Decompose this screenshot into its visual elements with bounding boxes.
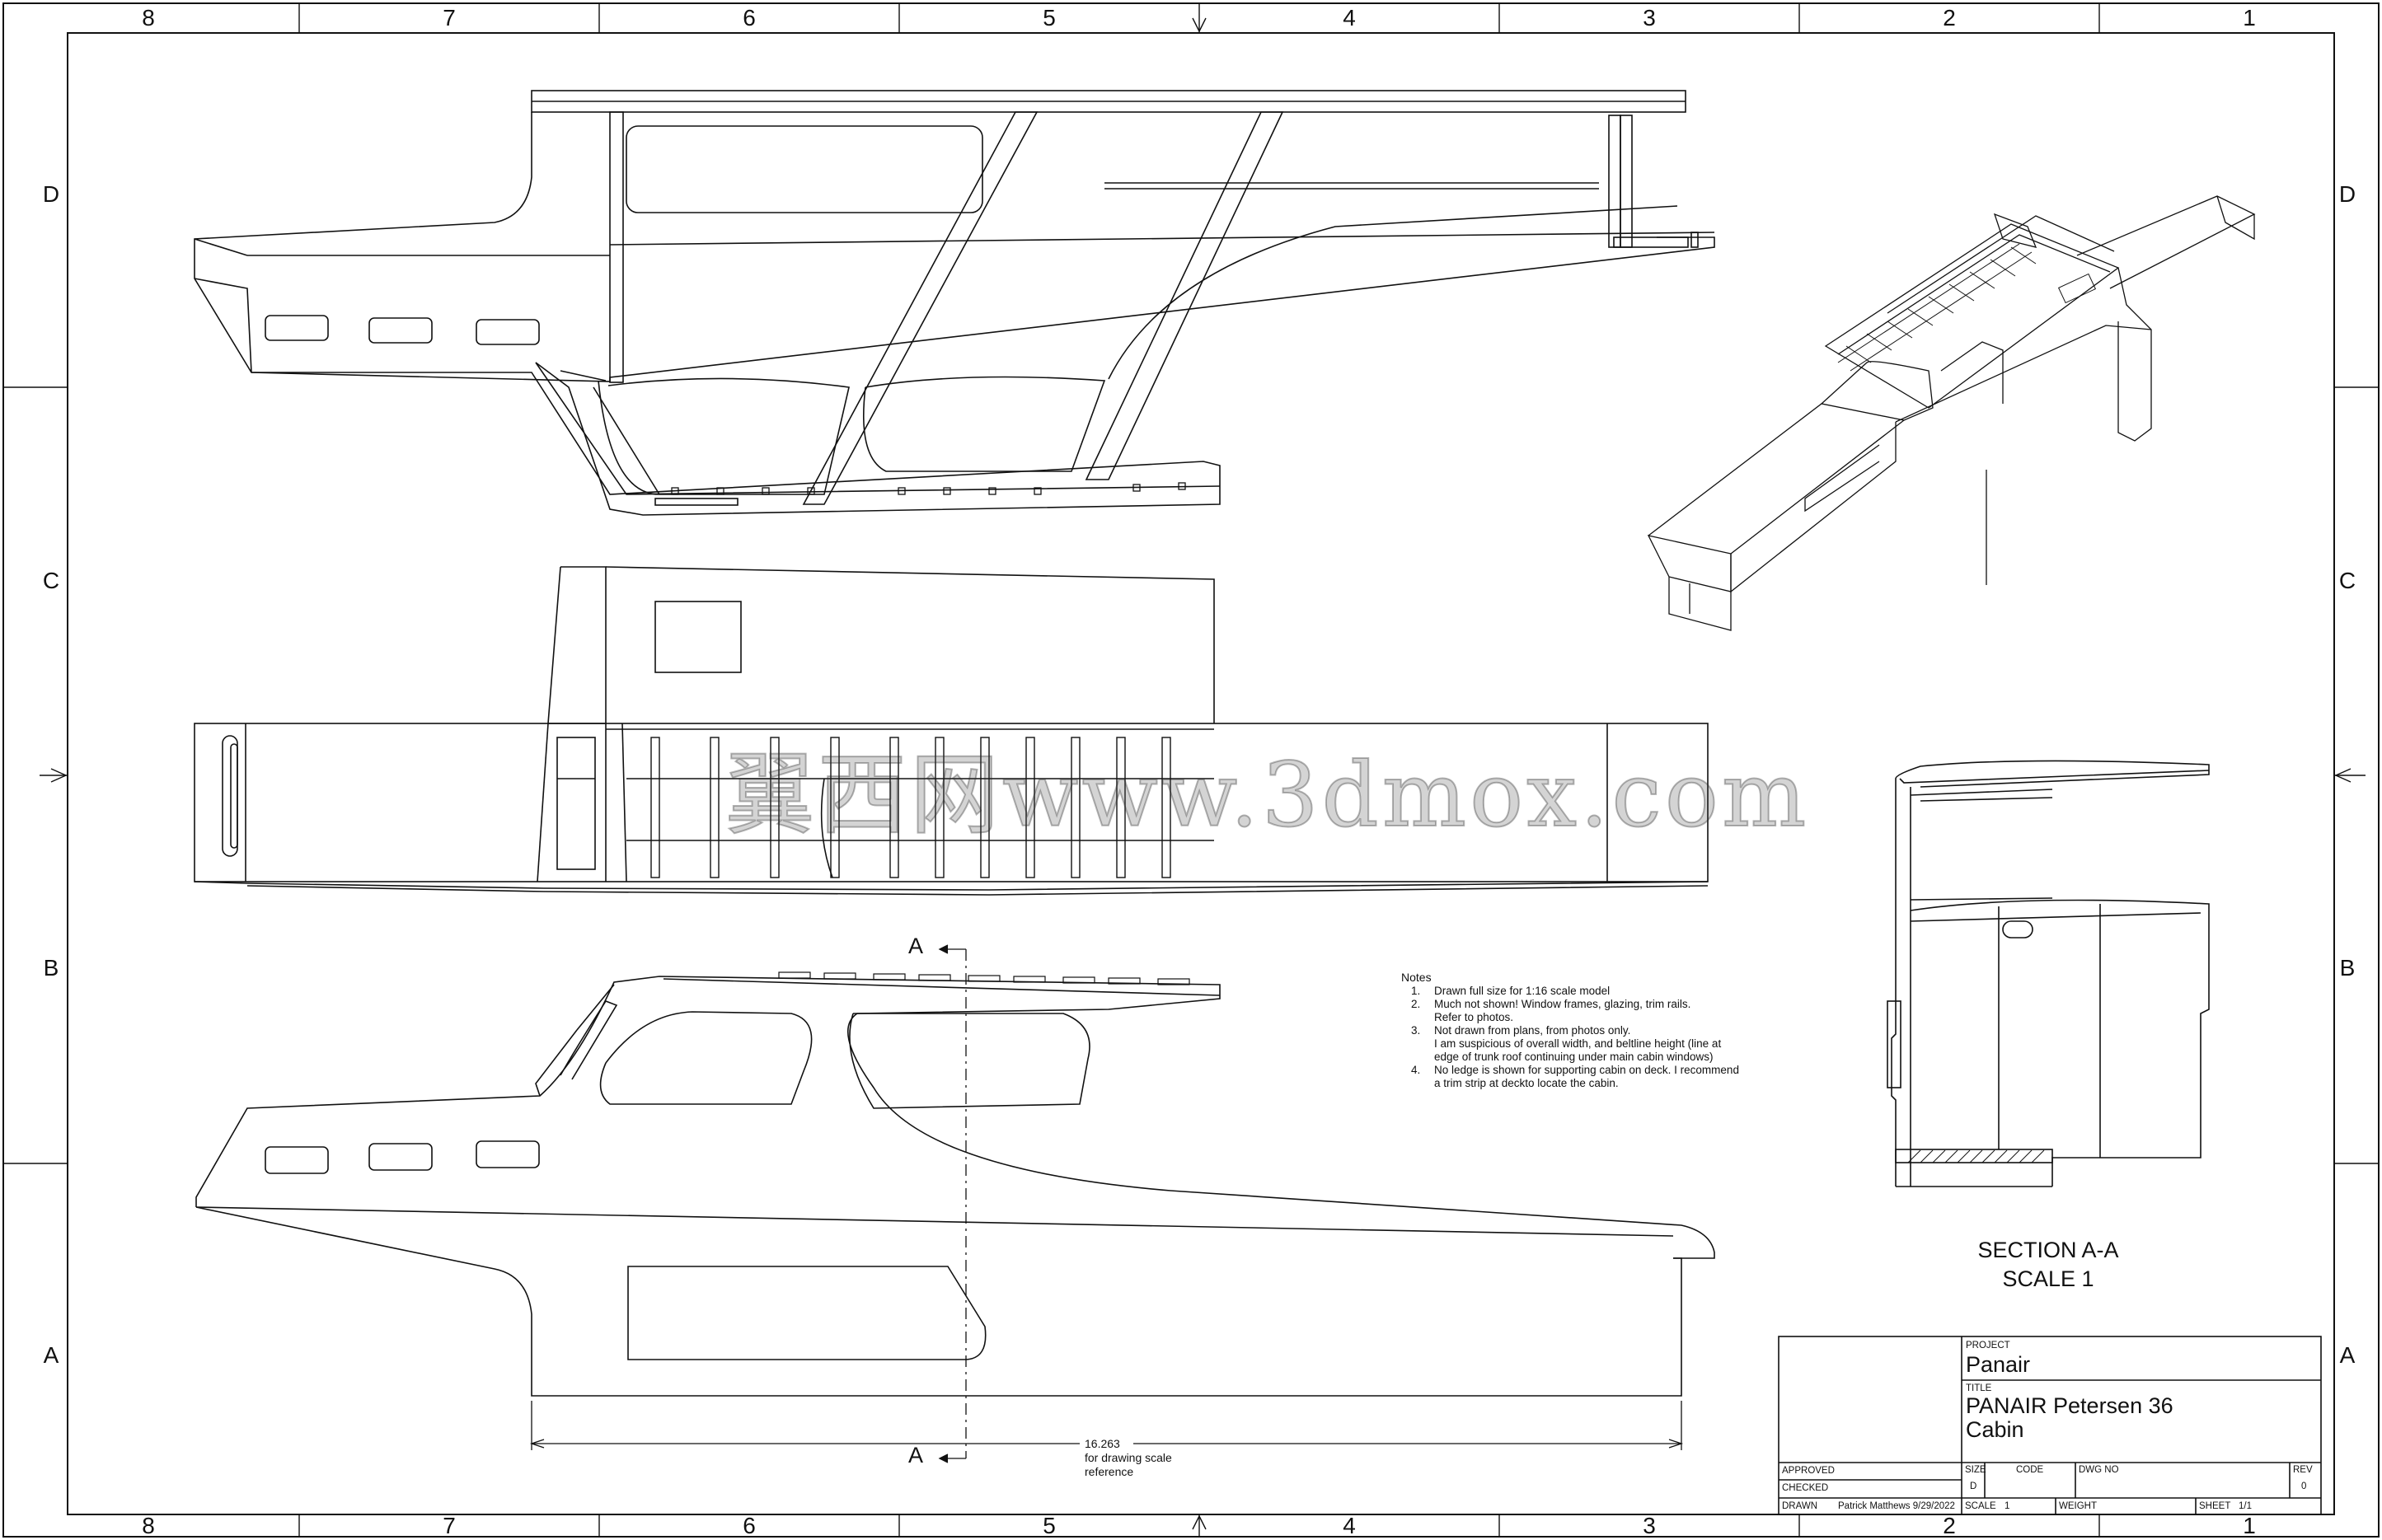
cabin-isometric-view: [1647, 195, 2256, 631]
zone-row-right-a: A: [2339, 1342, 2356, 1368]
drawing-notes: Notes 1. Drawn full size for 1:16 scale …: [1401, 971, 1789, 1090]
zone-col-top-7: 2: [1943, 5, 1956, 30]
tb-title-line2: Cabin: [1966, 1417, 2024, 1442]
section-cut-label-top: A: [908, 934, 924, 958]
zone-col-top-4: 5: [1043, 5, 1056, 30]
note-text: Much not shown! Window frames, glazing, …: [1434, 998, 1691, 1023]
zone-row-right-c: C: [2338, 568, 2356, 593]
zone-col-bottom-1: 8: [142, 1513, 155, 1538]
dimension-value: 16.263: [1085, 1437, 1120, 1450]
tb-scale-label: SCALE: [1965, 1501, 1996, 1511]
note-item: 4. No ledge is shown for supporting cabi…: [1401, 1064, 1789, 1090]
zone-col-bottom-4: 5: [1043, 1513, 1056, 1538]
overall-dimension: [529, 1401, 1684, 1450]
zone-col-bottom-5: 4: [1343, 1513, 1356, 1538]
tb-title-line1: PANAIR Petersen 36: [1966, 1393, 2173, 1418]
zone-col-top-3: 6: [743, 5, 756, 30]
tb-project: Panair: [1966, 1352, 2031, 1377]
tb-dwg-label: DWG NO: [2079, 1465, 2119, 1475]
zone-col-bottom-3: 6: [743, 1513, 756, 1538]
note-number: 2.: [1411, 998, 1421, 1010]
cabin-plan-view: [194, 566, 1709, 896]
zone-row-left-c: C: [42, 568, 60, 593]
tb-size: D: [1970, 1481, 1977, 1491]
note-number: 3.: [1411, 1024, 1421, 1037]
zone-row-right-d: D: [2338, 181, 2356, 207]
zone-col-top-6: 3: [1643, 5, 1656, 30]
zone-row-left-a: A: [43, 1342, 59, 1368]
center-marks: [40, 3, 2366, 1537]
notes-heading: Notes: [1401, 971, 1432, 984]
section-view-title: SECTION A-A SCALE 1: [1970, 1236, 2126, 1294]
tb-sheet-label: SHEET: [2199, 1501, 2231, 1511]
watermark: 翼西网www.3dmox.com: [724, 743, 1810, 848]
note-text: No ledge is shown for supporting cabin o…: [1434, 1064, 1739, 1089]
note-number: 4.: [1411, 1064, 1421, 1076]
note-text: Not drawn from plans, from photos only.I…: [1434, 1024, 1722, 1063]
note-item: 3. Not drawn from plans, from photos onl…: [1401, 1024, 1789, 1064]
tb-checked-label: CHECKED: [1782, 1483, 1829, 1493]
zone-col-bottom-6: 3: [1643, 1513, 1656, 1538]
zone-ticks: [3, 3, 2379, 1537]
dimension-note-line2: reference: [1085, 1465, 1134, 1478]
inner-border: [67, 32, 2335, 1515]
zone-row-right-b: B: [2339, 955, 2356, 981]
section-cut-line: [938, 944, 967, 1463]
cabin-top-view: [194, 90, 1715, 516]
title-block: [1778, 1336, 2322, 1515]
note-item: 1. Drawn full size for 1:16 scale model: [1401, 985, 1789, 998]
section-title: SECTION A-A: [1977, 1238, 2119, 1262]
dimension-note: 16.263 for drawing scale reference: [1085, 1437, 1172, 1479]
tb-drawn-label: DRAWN: [1782, 1501, 1818, 1511]
tb-title-label: TITLE: [1966, 1383, 1992, 1393]
section-scale: SCALE 1: [2002, 1266, 2094, 1291]
zone-col-top-8: 1: [2243, 5, 2256, 30]
tb-rev-label: REV: [2293, 1465, 2313, 1475]
note-number: 1.: [1411, 985, 1421, 997]
tb-approved-label: APPROVED: [1782, 1466, 1835, 1476]
tb-drawn-by: Patrick Matthews 9/29/2022: [1838, 1501, 1955, 1511]
section-cut-label-bottom: A: [908, 1443, 924, 1467]
zone-row-left-d: D: [42, 181, 60, 207]
zone-col-top-2: 7: [443, 5, 456, 30]
tb-project-label: PROJECT: [1966, 1341, 2010, 1350]
zone-col-top-5: 4: [1343, 5, 1356, 30]
tb-size-label: SIZE: [1965, 1465, 1986, 1475]
cabin-profile-view: [195, 971, 1715, 1397]
note-text: Drawn full size for 1:16 scale model: [1434, 985, 1611, 997]
zone-row-left-b: B: [43, 955, 59, 981]
tb-sheet: 1/1: [2239, 1501, 2252, 1511]
tb-rev: 0: [2301, 1481, 2307, 1491]
zone-col-bottom-7: 2: [1943, 1513, 1956, 1538]
zone-col-top-1: 8: [142, 5, 155, 30]
note-item: 2. Much not shown! Window frames, glazin…: [1401, 998, 1789, 1024]
section-a-a-view: [1887, 760, 2210, 1187]
tb-weight-label: WEIGHT: [2059, 1501, 2097, 1511]
tb-scale: 1: [2005, 1501, 2010, 1511]
zone-col-bottom-2: 7: [443, 1513, 456, 1538]
dimension-note-line1: for drawing scale: [1085, 1451, 1172, 1464]
tb-code-label: CODE: [2016, 1465, 2044, 1475]
zone-col-bottom-8: 1: [2243, 1513, 2256, 1538]
